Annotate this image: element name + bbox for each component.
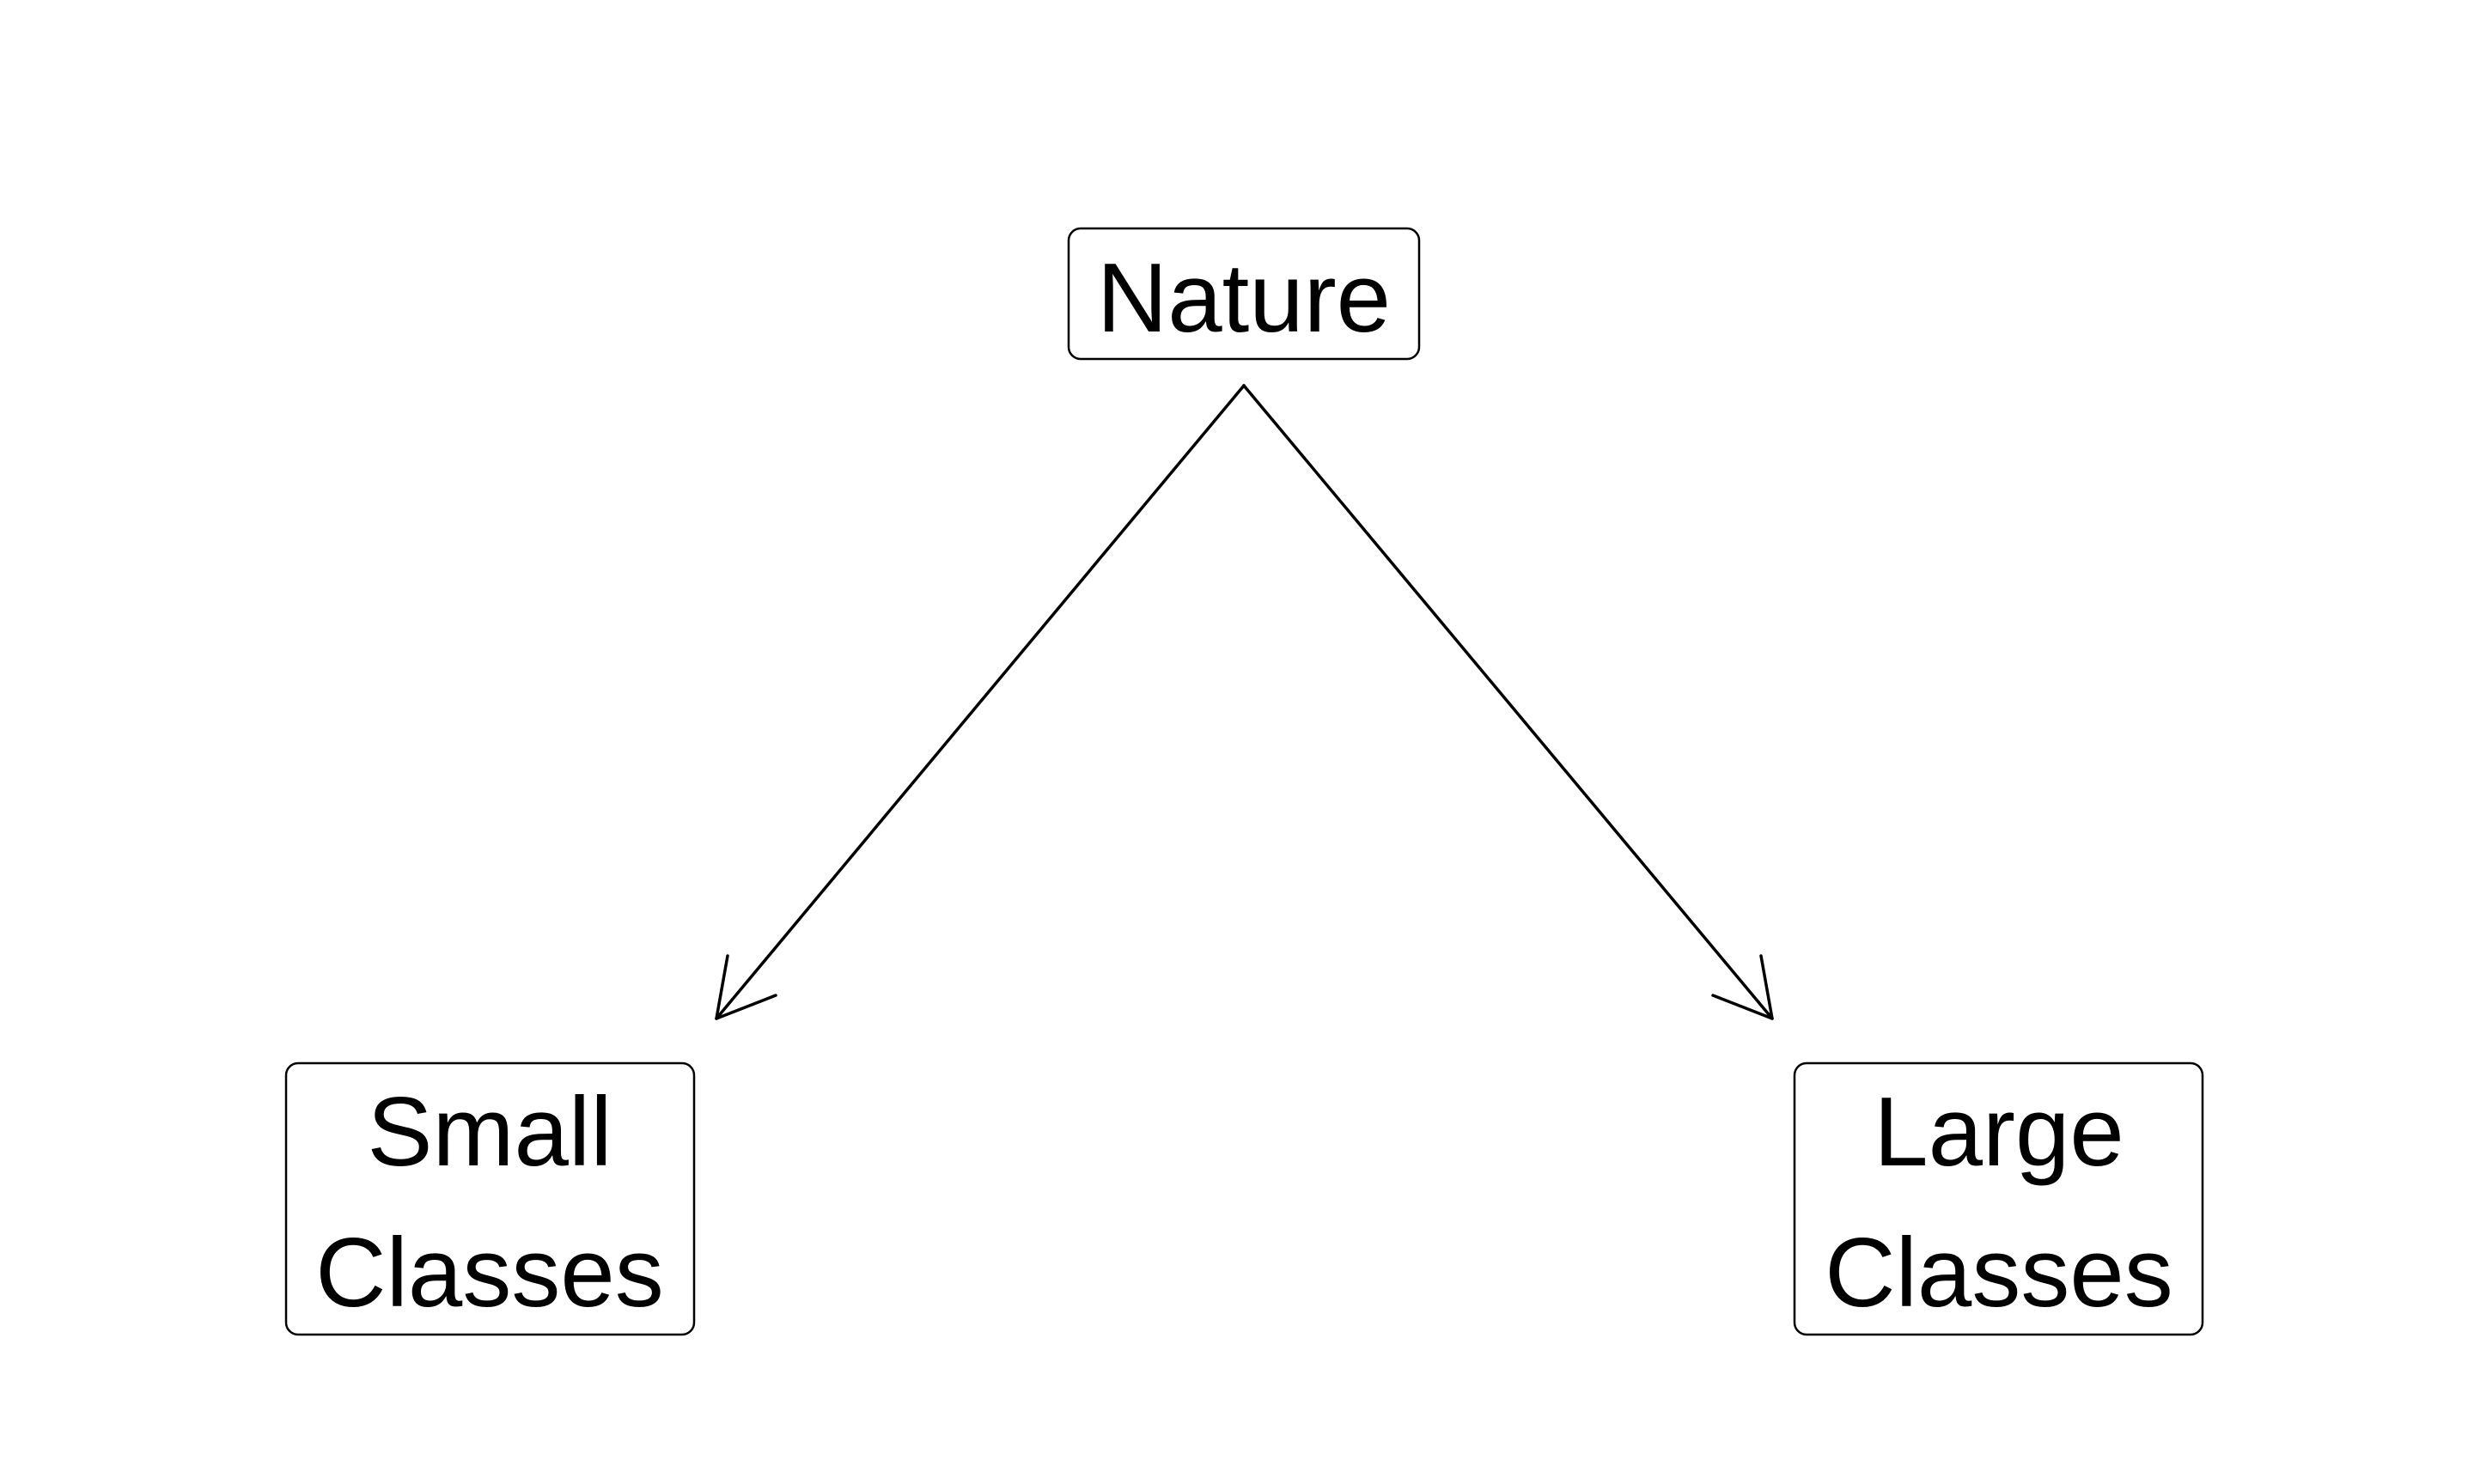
arrow-head-small (715, 954, 777, 1020)
edge-line-nature-large (1242, 384, 1774, 1020)
node-large-label-line2: Classes (1825, 1219, 2172, 1328)
node-small-box (284, 1061, 696, 1336)
arrow-head-large (1711, 954, 1774, 1020)
edge-nature-large (1242, 384, 1774, 1020)
node-large-classes: Large Classes (1793, 1061, 2204, 1336)
node-small-classes: Small Classes (284, 1061, 696, 1336)
node-small-label-line2: Classes (315, 1219, 663, 1328)
node-large-box (1793, 1061, 2204, 1336)
edge-line-nature-small (715, 384, 1246, 1020)
edge-nature-small (715, 384, 1246, 1020)
node-small-label-line1: Small (367, 1078, 612, 1187)
node-large-label-line1: Large (1874, 1078, 2124, 1187)
node-nature-box (1067, 227, 1421, 361)
node-nature-label: Nature (1097, 244, 1391, 353)
node-nature: Nature (1067, 227, 1421, 361)
